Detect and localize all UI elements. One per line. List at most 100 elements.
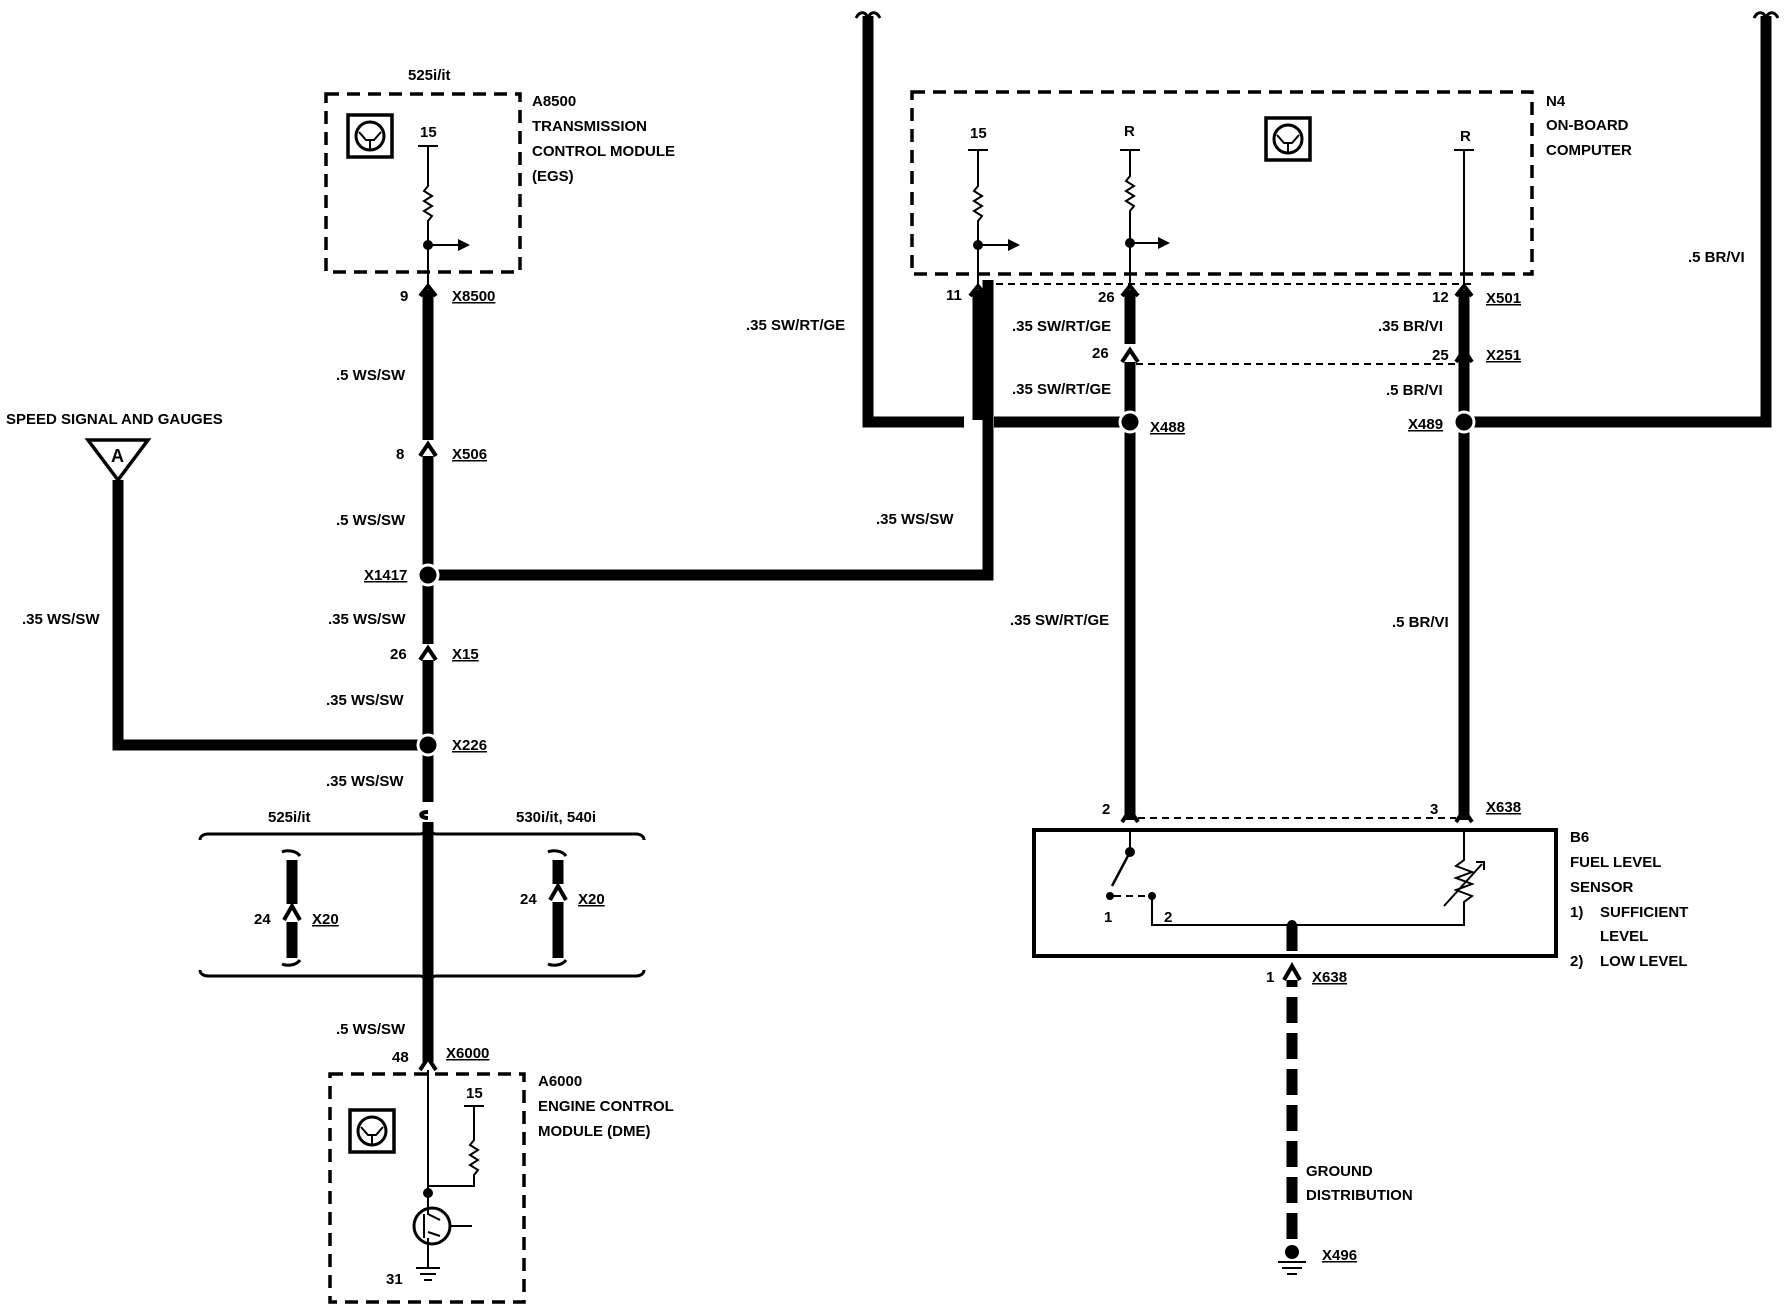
wire-obc26a: .35 SW/RT/GE: [1012, 318, 1111, 335]
x20b-connector-symbol: [548, 881, 568, 901]
egs-arrow: [458, 239, 470, 251]
x20a-pin: 24: [254, 911, 271, 928]
wire-x251-down: .5 BR/VI: [1386, 382, 1443, 399]
obc-name2: COMPUTER: [1546, 142, 1632, 159]
x501-pin12: 12: [1432, 289, 1449, 306]
dme-module-icon: [348, 1108, 396, 1154]
fuel-code: B6: [1570, 829, 1589, 846]
x251-pin26-symbol: [1120, 346, 1140, 364]
wire-x1417-x15: .35 WS/SW: [328, 611, 406, 628]
fuel-note2-num: 2): [1570, 953, 1583, 970]
x501-pin11: 11: [946, 287, 962, 304]
left-feed-wire: [862, 16, 1130, 428]
x251-pin25: 25: [1432, 347, 1449, 364]
obc-module-box: [910, 90, 1534, 276]
egs-name2: CONTROL MODULE: [532, 143, 675, 160]
x506-pin: 8: [396, 446, 404, 463]
fuel-switch-blade: [1110, 851, 1132, 887]
obc-pinR1: R: [1124, 123, 1135, 140]
dme-pin31: 31: [386, 1271, 403, 1288]
x638-bottom-name: X638: [1312, 969, 1347, 986]
dme-code: A6000: [538, 1073, 582, 1090]
x506-name: X506: [452, 446, 487, 463]
fuel-name1: FUEL LEVEL: [1570, 854, 1661, 871]
fuel-contact1: [1106, 892, 1114, 900]
x8500-connector-symbol: [418, 282, 438, 298]
x8500-pin: 9: [400, 288, 408, 305]
fuel-level-rheostat: [1453, 830, 1475, 912]
egs-pin15: 15: [420, 124, 437, 141]
fuel-note2: LOW LEVEL: [1600, 953, 1688, 970]
obc-pin15-arrow: [1008, 239, 1020, 251]
egs-module-icon-glyph: [358, 131, 382, 149]
egs-module-icon-circle: [354, 120, 386, 152]
fuel-contact2-label: 2: [1164, 909, 1172, 926]
ground-line1: GROUND: [1306, 1163, 1373, 1180]
egs-pullup-resistor: [422, 146, 434, 288]
x638-pin3: 3: [1430, 801, 1438, 818]
fuel-note1-a: SUFFICIENT: [1600, 904, 1688, 921]
obc-pin15-resistor: [968, 149, 988, 286]
x638-bottom-symbol: [1282, 961, 1302, 981]
x226-splice: [416, 733, 440, 757]
variant-bracket-top: [198, 823, 646, 841]
dme-transistor-leads: [423, 1193, 472, 1268]
x8500-name: X8500: [452, 288, 495, 305]
x638-top-name: X638: [1486, 799, 1521, 816]
egs-module-box: [324, 92, 522, 274]
fuel-note1-b: LEVEL: [1600, 928, 1648, 945]
x638-pin3-symbol: [1454, 806, 1474, 824]
x489-name: X489: [1408, 416, 1443, 433]
wire-x506-x1417: .5 WS/SW: [336, 512, 406, 529]
x501-pin26: 26: [1098, 289, 1115, 306]
x489-splice: [1452, 410, 1476, 434]
x501-name: X501: [1486, 290, 1521, 307]
x496-name: X496: [1322, 1247, 1357, 1264]
wire-x226-down: .35 WS/SW: [326, 773, 404, 790]
obc-r1-resistor: [1120, 149, 1140, 286]
egs-variant: 525i/it: [408, 67, 451, 84]
fuel-rheostat-arrow: [1443, 861, 1485, 907]
obc-pinR2: R: [1460, 128, 1471, 145]
x15-connector-symbol: [418, 644, 438, 662]
x1417-to-obc-wire: [428, 280, 994, 581]
x506-connector-symbol: [418, 440, 438, 458]
x15-pin: 26: [390, 646, 407, 663]
dme-transistor: [412, 1206, 452, 1246]
egs-code: A8500: [532, 93, 576, 110]
x6000-name: X6000: [446, 1045, 489, 1062]
wire-obc26b: .35 SW/RT/GE: [1012, 381, 1111, 398]
egs-name1: TRANSMISSION: [532, 118, 647, 135]
x251-pin26: 26: [1092, 345, 1109, 362]
wire-obc11: .35 SW/RT/GE: [746, 317, 845, 334]
dme-name2: MODULE (DME): [538, 1123, 651, 1140]
wire-obc12: .35 BR/VI: [1378, 318, 1443, 335]
wire-x488-down: .35 SW/RT/GE: [1010, 612, 1109, 629]
wire-x1417-obc: .35 WS/SW: [876, 511, 954, 528]
obc-pin15: 15: [970, 125, 987, 142]
dme-pin15: 15: [466, 1085, 483, 1102]
obc-code: N4: [1546, 93, 1566, 110]
x15-name: X15: [452, 646, 479, 663]
speed-signal-label: SPEED SIGNAL AND GAUGES: [6, 411, 223, 428]
egs-module-icon: [346, 113, 394, 159]
variant-break-top: [419, 810, 429, 820]
fuel-common-line: [1151, 896, 1465, 926]
x488-splice: [1118, 410, 1142, 434]
x488-name: X488: [1150, 419, 1185, 436]
obc-r2-line: [1454, 149, 1474, 286]
wire-right-edge: .5 BR/VI: [1688, 249, 1745, 266]
obc-module-icon-glyph: [1276, 134, 1300, 152]
x20a-connector-symbol: [282, 901, 302, 921]
obc-r1-arrow: [1158, 237, 1170, 249]
left-feed-break: [854, 11, 882, 23]
dme-pullup-resistor: [428, 1105, 484, 1187]
dme-module-icon-circle: [356, 1115, 388, 1147]
x1417-splice: [416, 563, 440, 587]
right-feed-wire: [1464, 16, 1772, 428]
x6000-pin: 48: [392, 1049, 409, 1066]
wire-egs-x506: .5 WS/SW: [336, 367, 406, 384]
speed-signal-triangle: [84, 438, 152, 483]
obc-module-icon-circle: [1272, 123, 1304, 155]
